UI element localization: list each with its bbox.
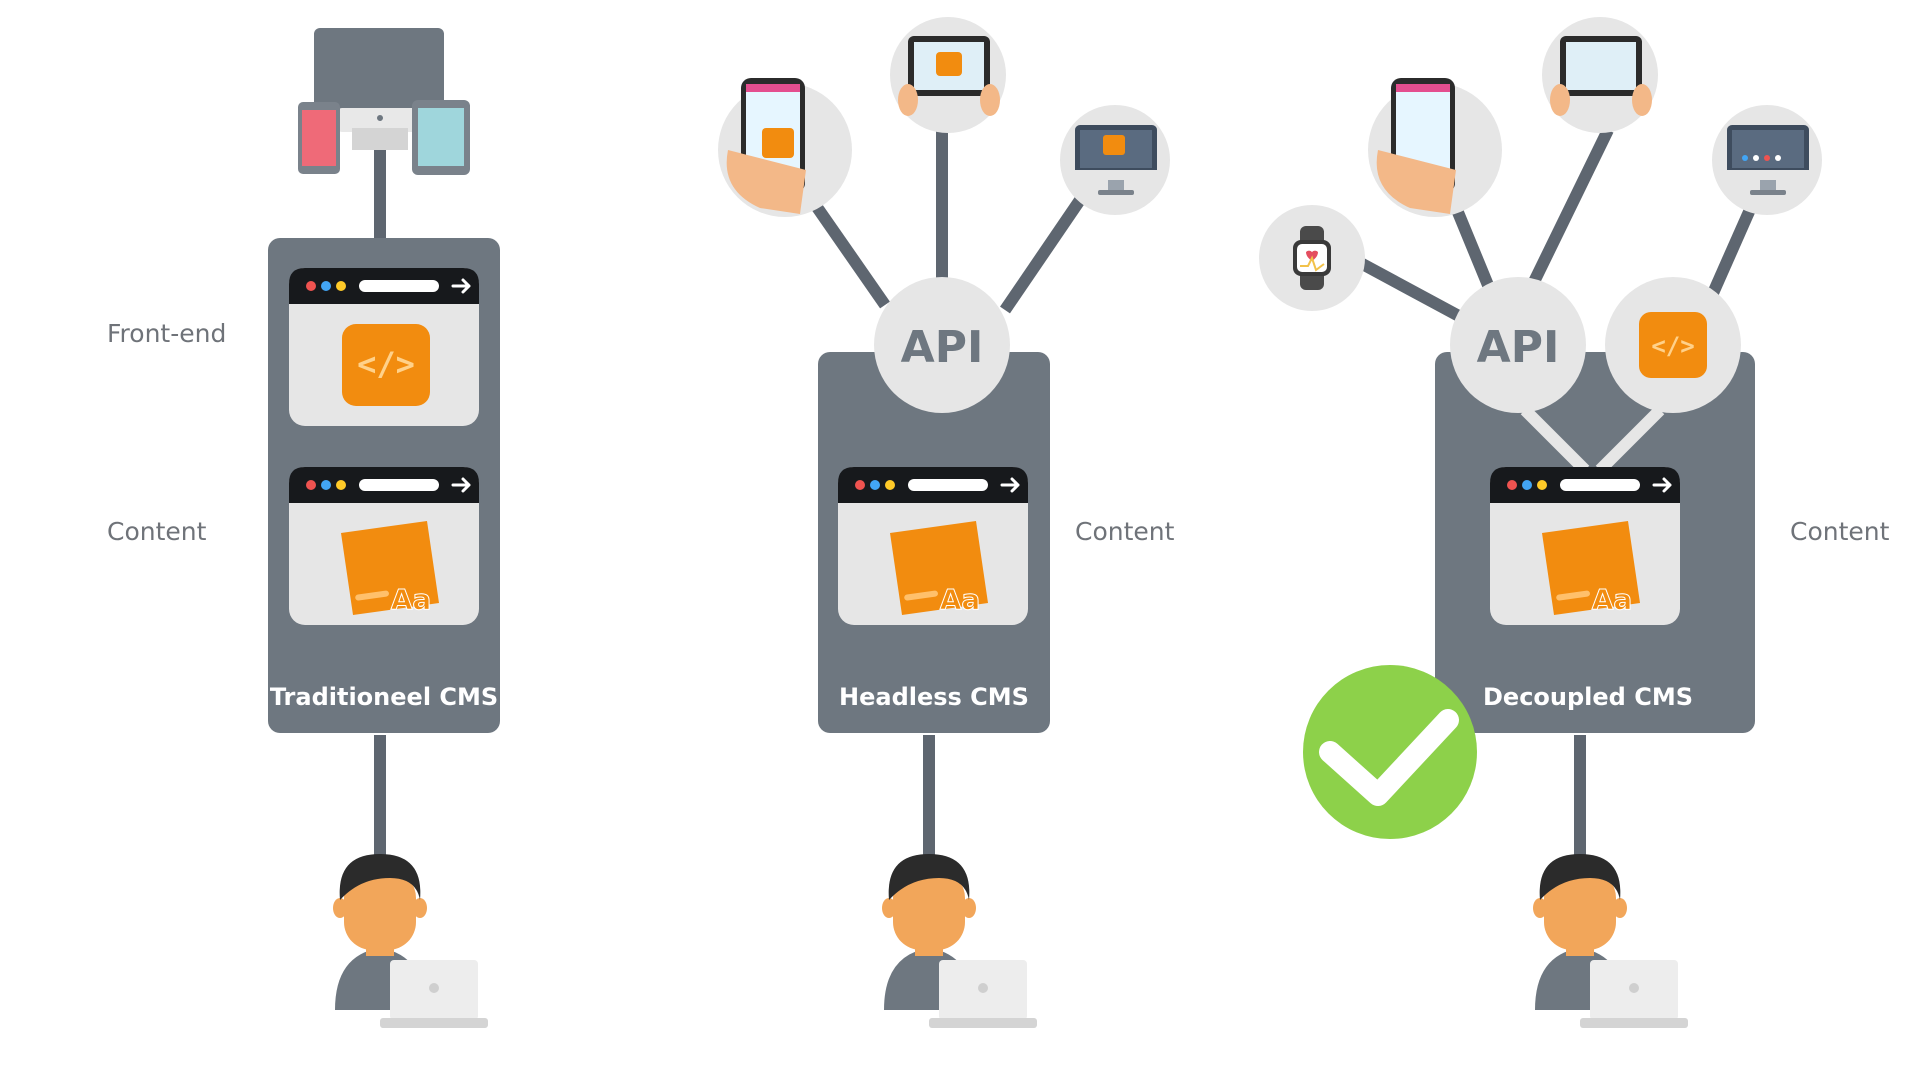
cms-title: Decoupled CMS <box>1483 683 1693 711</box>
desktop-icon <box>1712 105 1822 215</box>
content-label: Content <box>107 517 207 546</box>
font-symbol: Aa <box>391 583 432 616</box>
content-label: Content <box>1790 517 1890 546</box>
connector-lines <box>374 125 1758 860</box>
frontend-label: Front-end <box>107 319 226 348</box>
internal-connectors <box>1520 405 1665 475</box>
code-symbol: </> <box>357 345 415 383</box>
desktop-icon <box>314 28 444 150</box>
code-symbol: </> <box>1651 332 1694 360</box>
frontend-browser-card: </> <box>287 266 481 428</box>
checkmark-icon <box>1303 665 1477 839</box>
smartphone-icon <box>718 78 852 217</box>
code-icon: </> <box>1639 312 1707 378</box>
code-icon: </> <box>342 324 430 406</box>
developer-icon <box>333 854 488 1028</box>
content-label: Content <box>1075 517 1175 546</box>
font-file-icon: Aa <box>1542 521 1640 617</box>
tablet-icon <box>412 100 470 175</box>
content-browser-card: Aa <box>836 465 1030 627</box>
api-node: API <box>1450 277 1586 413</box>
api-node: API <box>874 277 1010 413</box>
font-file-icon: Aa <box>890 521 988 617</box>
developer-icon <box>1533 854 1688 1028</box>
frontend-node: </> <box>1605 277 1741 413</box>
tablet-icon <box>890 17 1006 133</box>
smartphone-icon <box>1368 78 1502 217</box>
tablet-icon <box>1542 17 1658 133</box>
font-symbol: Aa <box>940 583 981 616</box>
font-symbol: Aa <box>1592 583 1633 616</box>
smartphone-icon <box>298 102 340 174</box>
api-label: API <box>901 322 984 373</box>
smartwatch-icon <box>1259 205 1365 311</box>
desktop-icon <box>1060 105 1170 215</box>
cms-title: Headless CMS <box>839 683 1029 711</box>
api-label: API <box>1477 322 1560 373</box>
cms-title: Traditioneel CMS <box>270 683 498 711</box>
traditional-cms-column: </> Aa Traditioneel CMS Front-end Conten… <box>107 28 500 1028</box>
decoupled-cms-column: API </> Aa Decoupled CMS Content <box>1259 17 1890 1028</box>
content-browser-card: Aa <box>1488 465 1682 627</box>
content-browser-card: Aa <box>287 465 481 627</box>
font-file-icon: Aa <box>341 521 439 617</box>
headless-cms-column: API Aa Headless CMS Content <box>718 17 1175 1028</box>
developer-icon <box>882 854 1037 1028</box>
